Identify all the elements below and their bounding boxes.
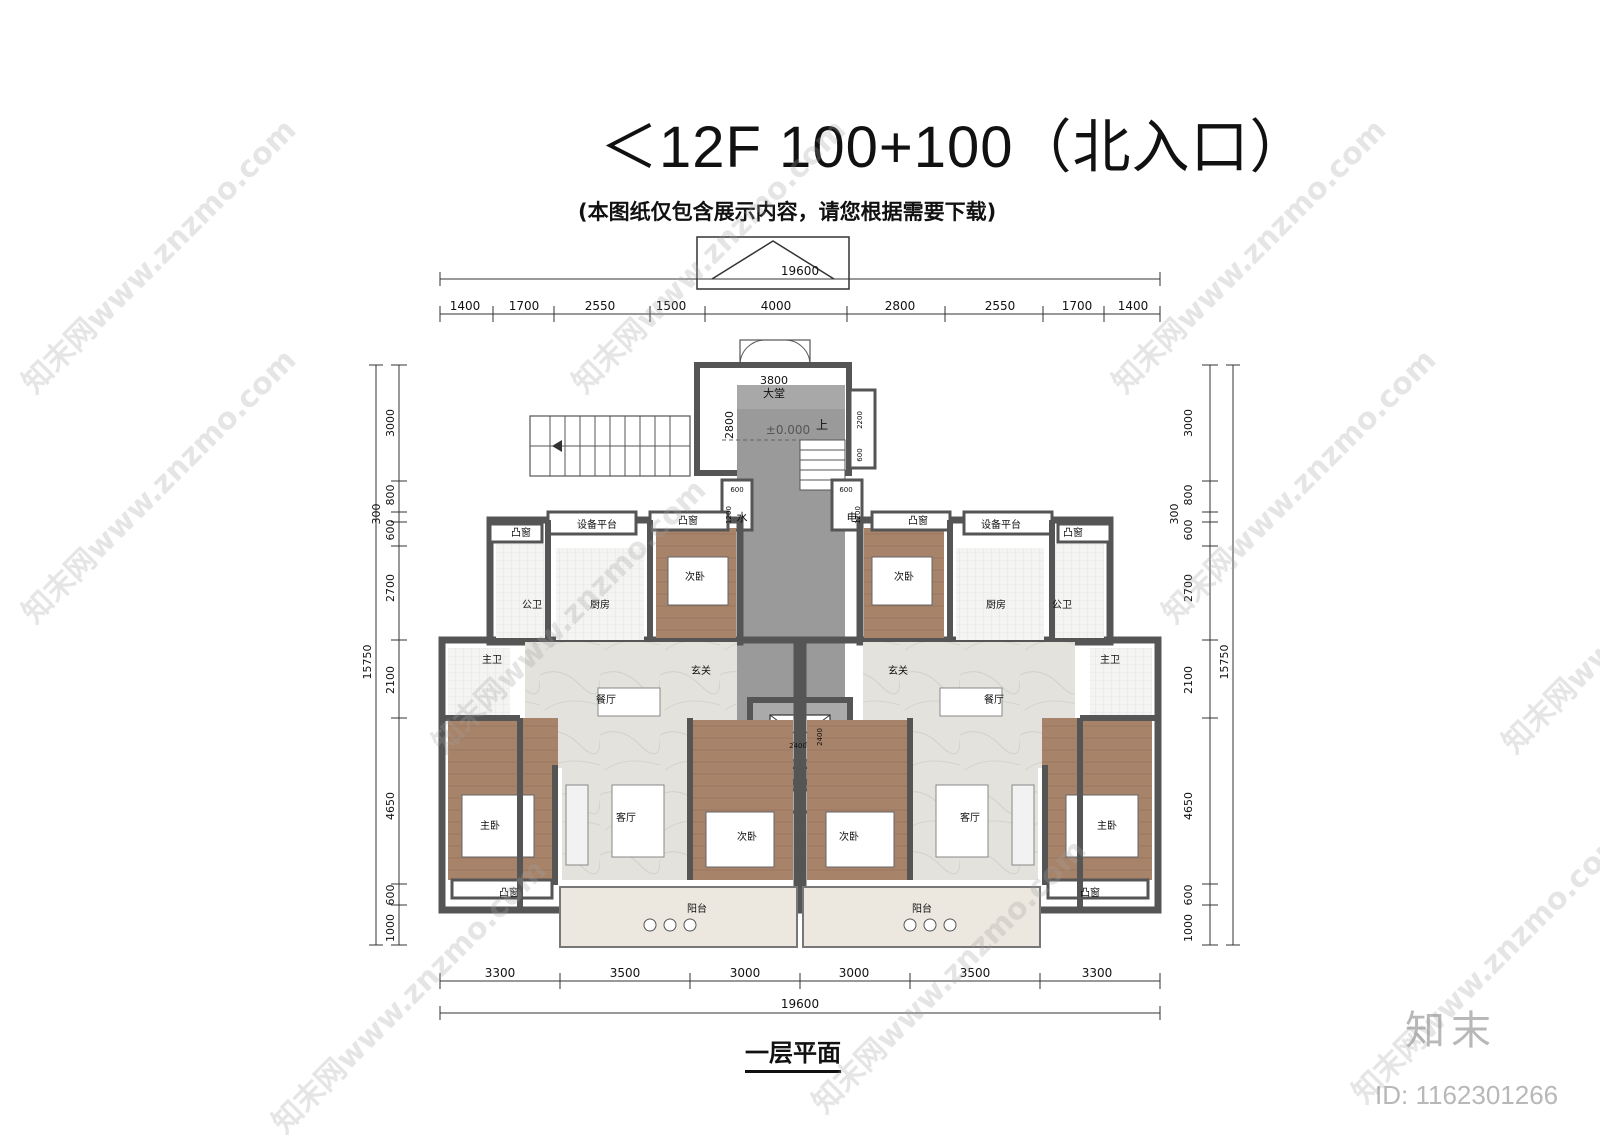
dim-top-8: 1700 (1062, 299, 1093, 313)
label-bay-window-3: 凸窗 (499, 886, 519, 899)
label-second-bed-4: 次卧 (839, 830, 859, 843)
dim-left-4: 600 (384, 520, 397, 541)
label-balcony-2: 阳台 (912, 902, 932, 915)
dim-bottom-total: 19600 (781, 997, 819, 1011)
dim-bottom-2: 3500 (610, 966, 641, 980)
label-living-2: 客厅 (960, 811, 980, 824)
dim-top-2: 1700 (509, 299, 540, 313)
dim-top-3: 2550 (585, 299, 616, 313)
dim-elevator-height: 2400 (816, 728, 824, 746)
dim-left-5: 2700 (384, 574, 397, 602)
dim-left-7: 4650 (384, 792, 397, 820)
dim-lobby-width: 3800 (760, 374, 788, 387)
subtitle: (本图纸仅包含展示内容，请您根据需要下载) (578, 200, 997, 224)
label-bay-window-1: 凸窗 (511, 526, 531, 539)
label-master-bath-2: 主卫 (1100, 654, 1120, 666)
label-kitchen-2: 厨房 (986, 598, 1006, 611)
dim-shaft-a-right: 600 (839, 486, 852, 494)
dim-top-5: 4000 (761, 299, 792, 313)
dim-shaft-a-left: 600 (730, 486, 743, 494)
label-bay-window-4: 凸窗 (908, 514, 928, 527)
label-kitchen-1: 厨房 (590, 598, 610, 611)
dimension-bottom: 3300 3500 3000 3000 3500 3300 19600 (485, 966, 1113, 1011)
dim-right-8: 600 (1182, 885, 1195, 906)
core-dimensions: 3800 2800 2400 2400 600 1200 600 1200 22… (723, 374, 864, 750)
label-master-bed-2: 主卧 (1097, 819, 1117, 832)
dim-bottom-1: 3300 (485, 966, 516, 980)
dim-left-6: 2100 (384, 666, 397, 694)
label-bay-window-6: 凸窗 (1080, 886, 1100, 899)
document-id: ID: 1162301266 (1375, 1080, 1559, 1110)
dimension-ticks (369, 272, 1240, 1020)
dimension-top: 19600 1400 1700 2550 1500 4000 2800 2550… (450, 264, 1149, 313)
label-lobby: 大堂 (763, 386, 785, 400)
label-equipment-2: 设备平台 (981, 518, 1021, 531)
dim-bottom-6: 3300 (1082, 966, 1113, 980)
label-public-bath-2: 公卫 (1052, 600, 1072, 611)
dim-shaft-b-right: 1200 (854, 506, 862, 524)
dim-top-4: 1500 (656, 299, 687, 313)
title: ＜12F 100+100（北入口） (600, 115, 1309, 180)
label-master-bath-1: 主卫 (482, 654, 502, 666)
dim-top-9: 1400 (1118, 299, 1149, 313)
dim-shaft-d: 600 (856, 448, 864, 461)
dim-top-1: 1400 (450, 299, 481, 313)
label-electric: 电 (847, 511, 858, 524)
label-up: 上 (816, 418, 828, 432)
dim-left-total: 15750 (361, 645, 374, 680)
dim-top-6: 2800 (885, 299, 916, 313)
label-balcony-1: 阳台 (687, 902, 707, 915)
brand-logo: 知末 (1405, 1008, 1497, 1054)
label-living-1: 客厅 (616, 811, 636, 824)
dimension-left: 3000 800 300 600 2700 2100 4650 600 1000… (361, 409, 397, 942)
label-bay-window-2: 凸窗 (678, 514, 698, 527)
label-dining-2: 餐厅 (984, 693, 1004, 706)
label-bay-window-5: 凸窗 (1063, 526, 1083, 539)
dim-bottom-3: 3000 (730, 966, 761, 980)
dim-left-2: 800 (384, 485, 397, 506)
label-level: ±0.000 (766, 423, 810, 437)
dim-left-8: 600 (384, 885, 397, 906)
dim-right-6: 2100 (1182, 666, 1195, 694)
dim-right-9: 1000 (1182, 914, 1195, 942)
entrance-canopy (696, 236, 850, 290)
dim-right-4: 600 (1182, 520, 1195, 541)
dim-right-2: 800 (1182, 485, 1195, 506)
label-public-bath-1: 公卫 (522, 600, 542, 611)
drawing-caption: 一层平面 (745, 1033, 841, 1073)
label-water: 水 (737, 511, 748, 524)
room-labels: 大堂 ±0.000 上 水 电 凸窗 设备平台 凸窗 次卧 厨房 公卫 主卫 玄… (480, 386, 1120, 915)
dim-lobby-height: 2800 (723, 411, 736, 439)
dim-right-5: 2700 (1182, 574, 1195, 602)
dimension-right: 3000 800 300 600 2700 2100 4650 600 1000… (1168, 409, 1231, 942)
exterior-stair (529, 415, 691, 477)
dim-left-1: 3000 (384, 409, 397, 437)
dim-left-9: 1000 (384, 914, 397, 942)
dim-elevator-width: 2400 (789, 742, 807, 750)
label-dining-1: 餐厅 (596, 693, 616, 706)
dim-right-7: 4650 (1182, 792, 1195, 820)
label-equipment-1: 设备平台 (577, 518, 617, 531)
label-entry-2: 玄关 (888, 664, 908, 677)
dim-bottom-4: 3000 (839, 966, 870, 980)
dim-top-total: 19600 (781, 264, 819, 278)
label-second-bed-2: 次卧 (737, 830, 757, 843)
dim-bottom-5: 3500 (960, 966, 991, 980)
label-master-bed-1: 主卧 (480, 819, 500, 832)
dim-top-7: 2550 (985, 299, 1016, 313)
label-second-bed-3: 次卧 (894, 570, 914, 583)
dim-right-total: 15750 (1218, 645, 1231, 680)
label-entry-1: 玄关 (691, 664, 711, 677)
dim-right-3: 300 (1168, 504, 1181, 525)
dim-shaft-c: 2200 (856, 411, 864, 429)
unit-left (438, 510, 801, 948)
dim-left-3: 300 (370, 504, 383, 525)
label-second-bed-1: 次卧 (685, 570, 705, 583)
unit-right (799, 510, 1162, 948)
dim-right-1: 3000 (1182, 409, 1195, 437)
dim-shaft-b-left: 1200 (725, 506, 733, 524)
